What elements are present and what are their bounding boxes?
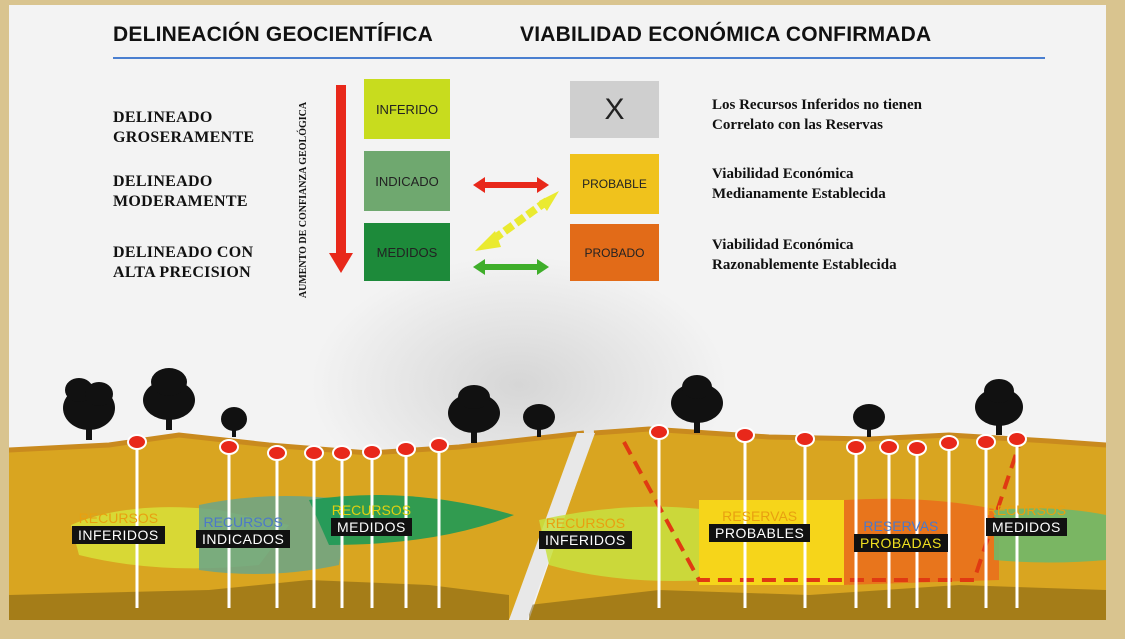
drill-collar-marker [879,439,899,455]
drill-collar-marker [735,427,755,443]
scene-label-tag: MEDIDOS [331,518,412,536]
scene-label-reservas-probables: RESERVAS PROBABLES [709,508,811,543]
header-right-title: VIABILIDAD ECONÓMICA CONFIRMADA [520,23,932,46]
right-label-inferred: Los Recursos Inferidos no tienen Correla… [712,95,922,135]
resource-box-inferido: INFERIDO [364,79,450,139]
reserve-box-label: PROBADO [584,245,645,260]
left-label-line: DELINEADO CON [113,244,254,261]
reserve-box-label: X [604,92,625,126]
tree [448,385,500,443]
scene-label-top: RECURSOS [545,515,626,531]
mining-scene [9,85,1106,620]
left-label-moderate: DELINEADO MODERAMENTE [113,172,248,212]
soil-layer-left [9,430,585,456]
scene-label-tag: PROBABLES [709,524,811,542]
left-label-line: ALTA PRECISION [113,264,252,281]
medidos-probado-arrow [473,259,549,275]
confidence-arrow-shaft [336,85,346,255]
scene-label-top: RECURSOS [331,502,412,518]
drill-collar-marker [219,439,239,455]
tree [221,407,247,437]
left-label-line: DELINEADO [113,109,213,126]
resource-box-label: INDICADO [375,173,439,189]
bedrock-right [529,585,1106,620]
scene-label-top: RESERVAS [722,508,798,524]
scene-label-tag: INDICADOS [196,530,291,548]
drill-collar-marker [332,445,352,461]
reserve-boundary-dashed [622,441,1021,582]
scene-label-recursos-inferidos-right: RECURSOS INFERIDOS [539,515,632,550]
right-label-line: Viabilidad Económica [712,237,854,253]
tree [63,378,115,440]
slide: DELINEACIÓN GEOCIENTÍFICA VIABILIDAD ECO… [9,5,1106,620]
bedrock-left [9,580,509,620]
tree [523,404,555,437]
reserve-box-label: PROBABLE [582,177,647,191]
scene-label-reservas-probadas: RESERVAS PROBADAS [854,518,948,553]
left-label-rough: DELINEADO GROSERAMENTE [113,108,254,148]
resource-box-medidos: MEDIDOS [364,223,450,281]
probable-medidos-arrow [475,191,559,251]
drill-collar-marker [362,444,382,460]
drill-collar-marker [649,424,669,440]
scene-label-tag: MEDIDOS [986,518,1067,536]
resource-box-label: MEDIDOS [376,244,438,260]
left-label-precise: DELINEADO CON ALTA PRECISION [113,243,253,283]
header-left-title: DELINEACIÓN GEOCIENTÍFICA [113,23,434,46]
scene-label-tag: PROBADAS [854,534,948,552]
scene-label-recursos-indicados-left: RECURSOS INDICADOS [196,514,291,549]
drill-collar-marker [429,437,449,453]
reserve-box-none: X [570,81,659,138]
right-label-line: Razonablemente Establecida [712,257,897,273]
scene-label-recursos-inferidos-left: RECURSOS INFERIDOS [72,510,165,545]
arrow-group [329,85,559,275]
scene-label-tag: INFERIDOS [72,526,165,544]
soil-layer-right [593,426,1106,448]
right-label-probable: Viabilidad Económica Medianamente Establ… [712,164,886,204]
scene-label-top: RECURSOS [78,510,159,526]
tree [143,368,195,430]
reserve-box-probable: PROBABLE [570,154,659,214]
drill-collar-marker [976,434,996,450]
drill-collar-marker [267,445,287,461]
drill-collar-marker [846,439,866,455]
scene-label-top: RESERVAS [863,518,939,534]
scene-label-tag: INFERIDOS [539,531,632,549]
tree [975,379,1023,435]
confidence-arrow-head [329,253,353,273]
scene-label-recursos-medidos-right: RECURSOS MEDIDOS [986,502,1067,537]
left-label-line: DELINEADO [113,173,213,190]
right-label-line: Correlato con las Reservas [712,117,883,133]
right-label-line: Medianamente Establecida [712,186,886,202]
indicado-probable-arrow [473,177,549,193]
resource-box-label: INFERIDO [375,101,439,117]
ore-probables-right [699,500,849,585]
left-label-line: MODERAMENTE [113,193,248,210]
drill-holes [127,424,1027,608]
scene-label-top: RECURSOS [203,514,283,530]
drill-collar-marker [127,434,147,450]
drill-collar-marker [907,440,927,456]
resource-box-indicado: INDICADO [364,151,450,211]
right-label-line: Los Recursos Inferidos no tienen [712,97,923,113]
right-label-line: Viabilidad Económica [712,166,854,182]
tree [853,404,885,437]
tree [671,375,723,433]
right-label-proven: Viabilidad Económica Razonablemente Esta… [712,235,897,275]
drill-collar-marker [1007,431,1027,447]
reserve-box-probado: PROBADO [570,224,659,281]
left-label-line: GROSERAMENTE [113,129,255,146]
drill-collar-marker [396,441,416,457]
scene-label-recursos-medidos-left: RECURSOS MEDIDOS [331,502,412,537]
drill-collar-marker [939,435,959,451]
scene-label-top: RECURSOS [986,502,1067,518]
trees [63,368,1023,443]
drill-collar-marker [795,431,815,447]
header-underline [113,57,1045,59]
drill-collar-marker [304,445,324,461]
